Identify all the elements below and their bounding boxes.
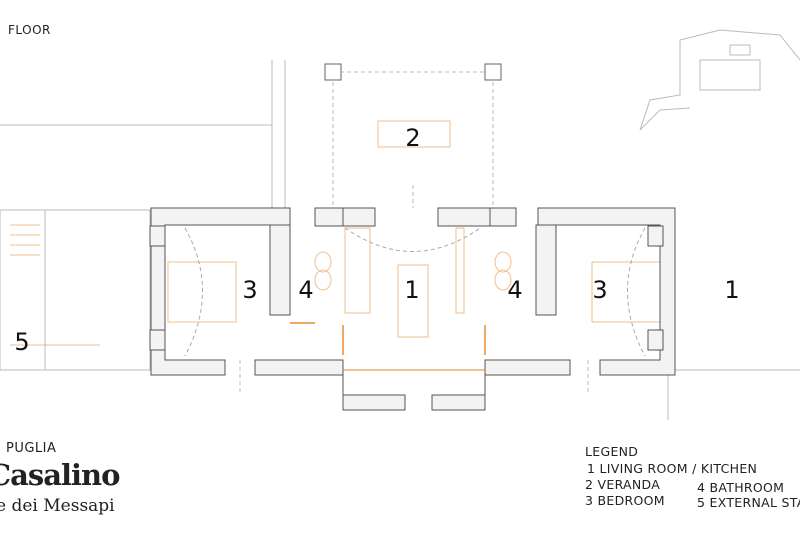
legend-item: 1 LIVING ROOM / KITCHEN bbox=[587, 461, 758, 476]
region-label: PUGLIA bbox=[6, 441, 57, 456]
legend-item: 3 BEDROOM bbox=[585, 493, 665, 508]
room-label-bedroom: 3 bbox=[242, 276, 258, 304]
room-label-bedroom: 3 bbox=[592, 276, 608, 304]
floor-label: FLOOR bbox=[8, 23, 51, 37]
room-label-living: 1 bbox=[404, 276, 420, 304]
legend-title: LEGEND bbox=[585, 444, 639, 459]
room-label-living: 1 bbox=[724, 276, 740, 304]
room-label-bathroom: 4 bbox=[298, 276, 314, 304]
room-label-veranda: 2 bbox=[405, 124, 421, 152]
room-label-bathroom: 4 bbox=[507, 276, 523, 304]
project-subtitle: e dei Messapi bbox=[0, 496, 115, 516]
project-title: Casalino bbox=[0, 458, 120, 492]
legend-item: 2 VERANDA bbox=[585, 477, 661, 492]
legend-item: 5 EXTERNAL STA bbox=[697, 495, 800, 510]
legend-item: 4 BATHROOM bbox=[697, 480, 785, 495]
room-label-external-stairs: 5 bbox=[14, 328, 30, 356]
